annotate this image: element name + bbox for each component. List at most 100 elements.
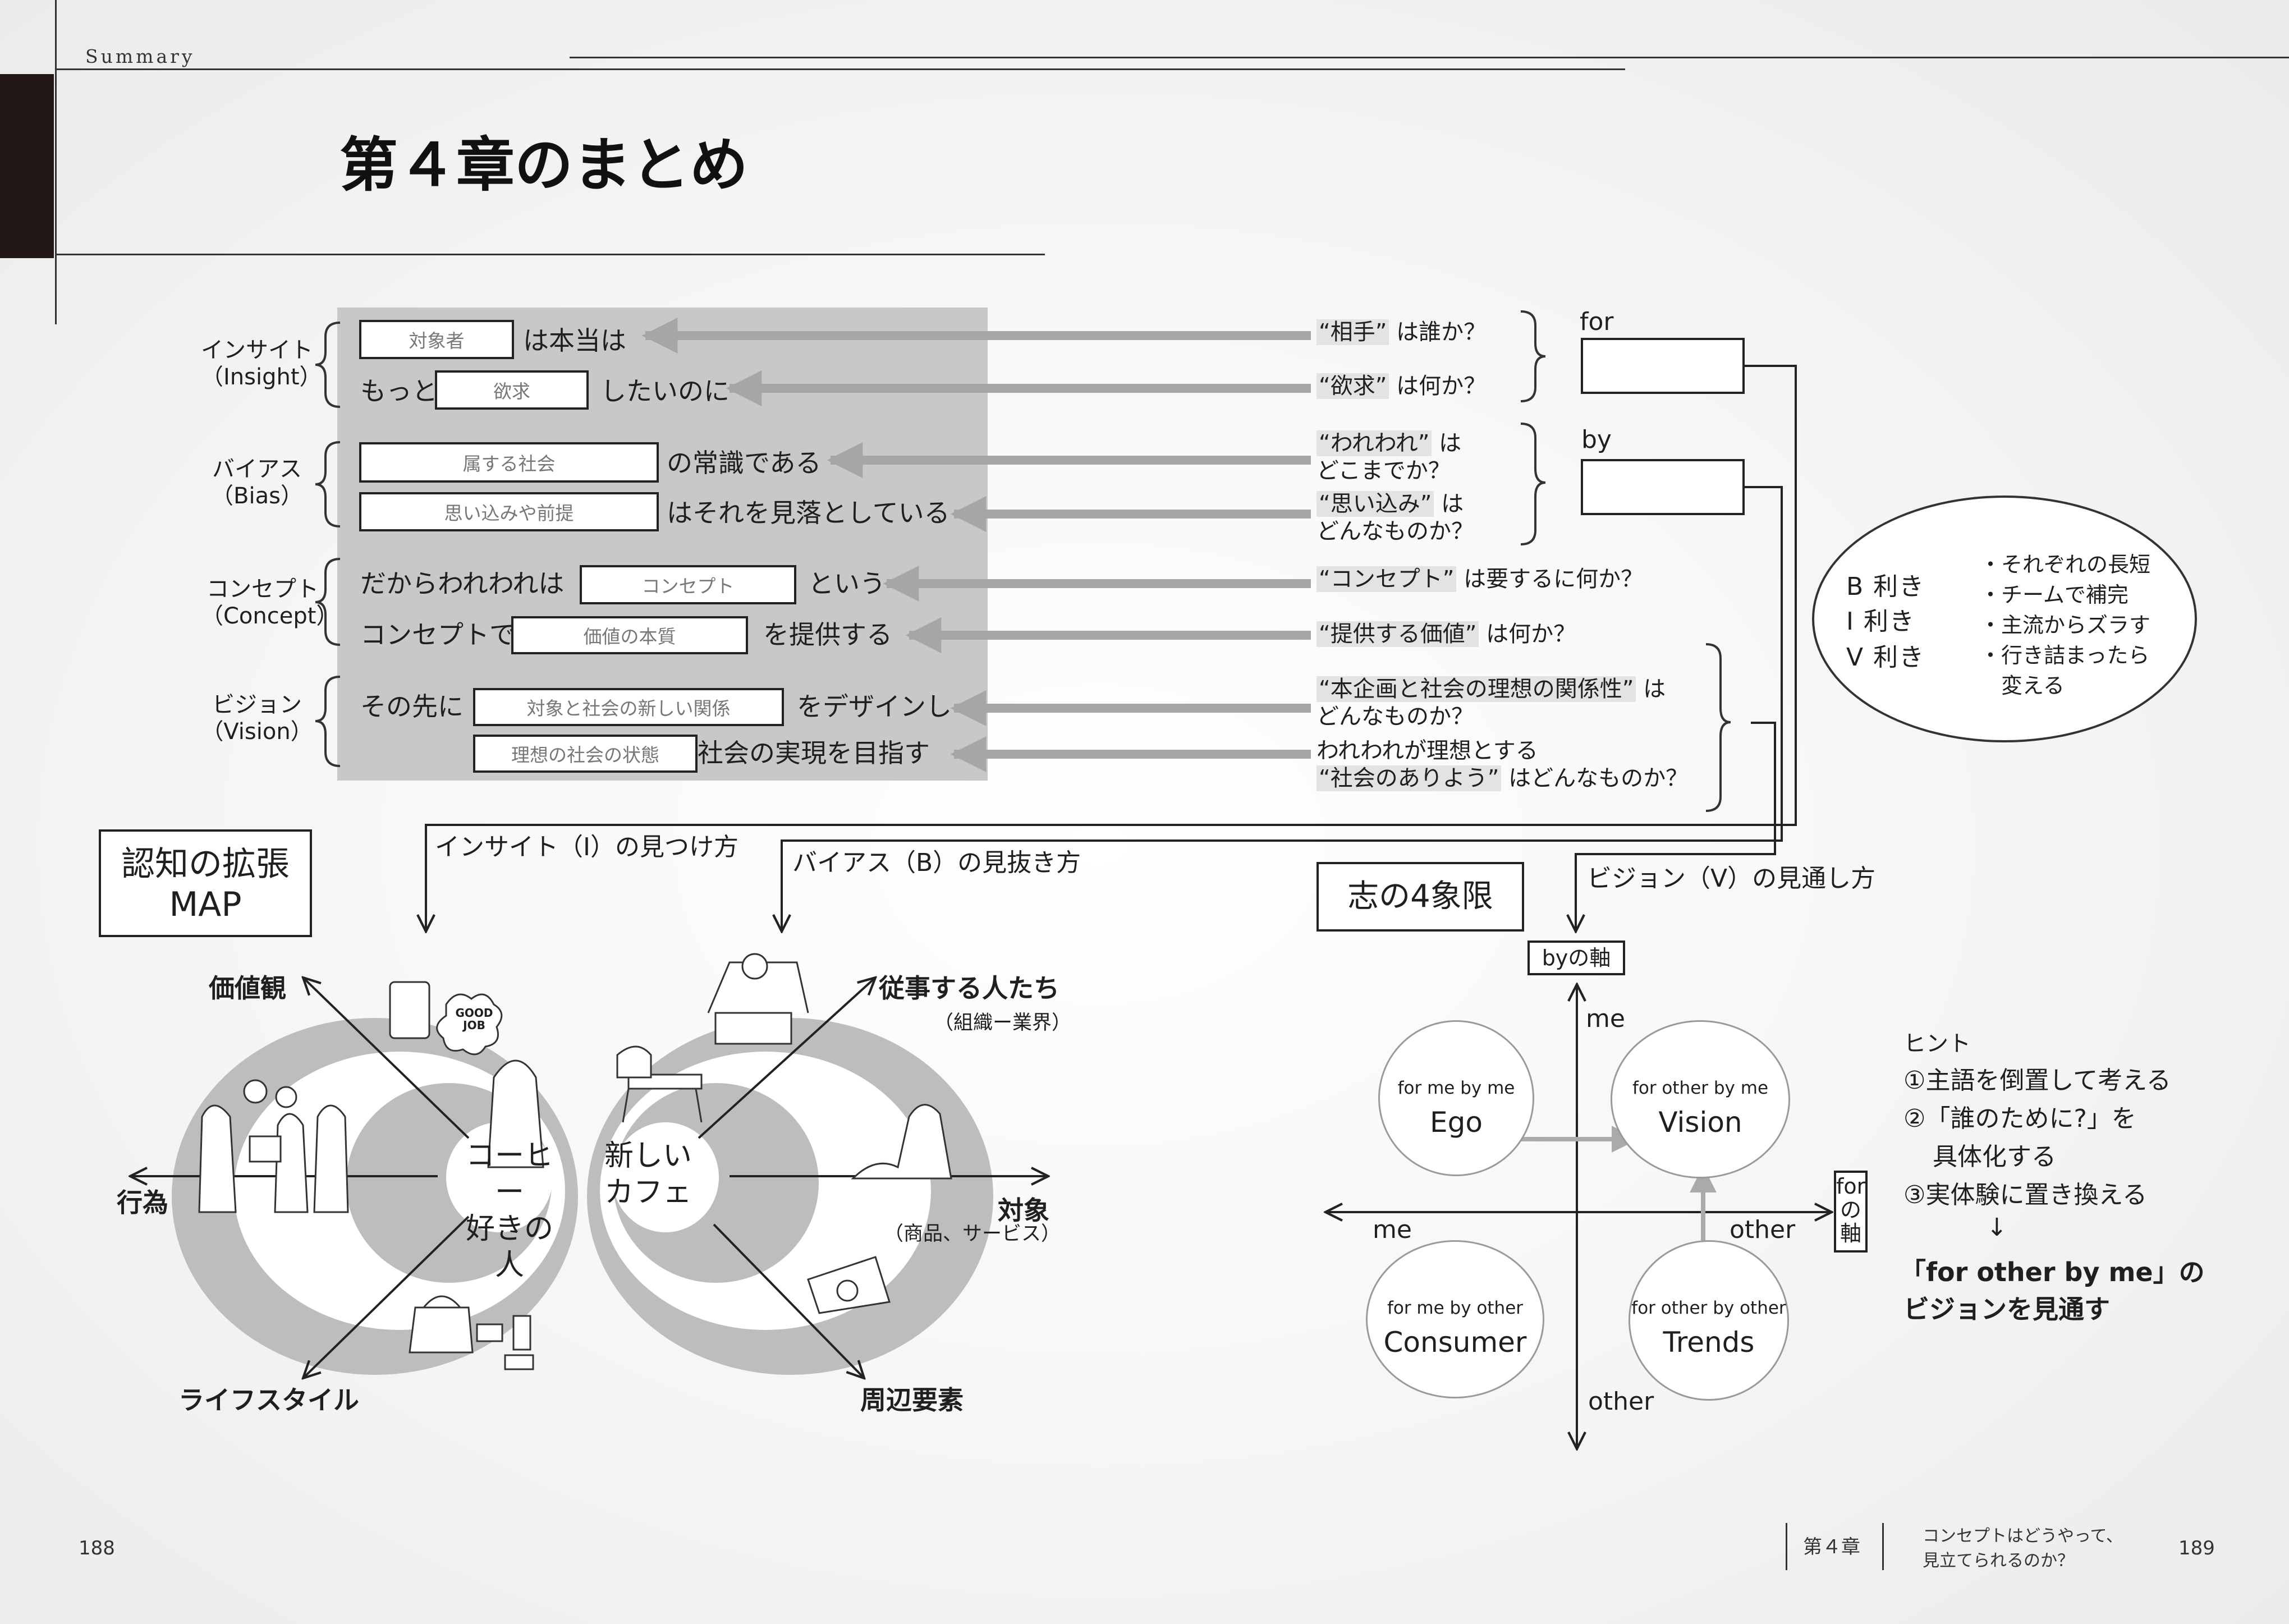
footer-book-title: コンセプトはどうやって、見立てられるのか？ [1923, 1526, 2123, 1571]
concept-row2-pre: コンセプトで [360, 620, 515, 650]
input-assumption[interactable]: 思い込みや前提 [359, 492, 659, 531]
map-illustrations [198, 953, 952, 1370]
insight-row1-text: は本当は [523, 325, 626, 356]
label-bias: バイアス（Bias） [211, 456, 303, 509]
vision-way-label: ビジョン（V）の見通し方 [1587, 864, 1876, 893]
question-us: “われわれ” はどこまでか？ [1316, 430, 1462, 484]
footer-chapter: 第４章 [1803, 1536, 1860, 1558]
footer-divider-2 [1882, 1523, 1884, 1570]
input-concept[interactable]: コンセプト [580, 565, 796, 604]
for-box [1581, 338, 1745, 394]
skill-i: I 利き [1846, 607, 1915, 636]
center-new-cafe: 新しいカフェ [604, 1139, 692, 1209]
input-ideal-society[interactable]: 理想の社会の状態 [473, 735, 698, 773]
vision-row2-text: 社会の実現を目指す [698, 738, 930, 768]
footer-divider-1 [1786, 1523, 1787, 1570]
question-relationship: “本企画と社会の理想の関係性” はどんなものか？ [1316, 676, 1666, 730]
skill-b: B 利き [1846, 572, 1925, 601]
target-label: 対象 [998, 1195, 1049, 1226]
bias-row2-text: はそれを見落としている [667, 498, 950, 528]
label-concept: コンセプト（Concept） [201, 576, 339, 629]
vision-row1-text: をデザインし [797, 691, 952, 722]
hint-line-1: ①主語を倒置して考える [1903, 1066, 2171, 1095]
insight-row2-text: したいのに [600, 376, 730, 406]
insight-way-label: インサイト（I）の見つけ方 [435, 833, 738, 861]
map-left-rings [172, 1018, 578, 1375]
gray-arrows [641, 318, 1311, 772]
hint-title: ヒント [1903, 1031, 1971, 1057]
header-rule [56, 68, 1625, 70]
by-box [1581, 459, 1745, 515]
bias-row1-text: の常識である [667, 448, 822, 478]
title-rule [56, 254, 1045, 255]
label-vision: ビジョン（Vision） [201, 692, 313, 745]
for-label: for [1580, 308, 1614, 336]
hint-line-6: ビジョンを見通す [1903, 1294, 2110, 1324]
concept-row1-text: という [808, 568, 886, 599]
hint-arrow: ↓ [1987, 1213, 2007, 1242]
insight-row2-pre: もっと [360, 376, 438, 406]
label-insight: インサイト（Insight） [201, 337, 322, 390]
question-desire: “欲求” は何か？ [1316, 373, 1486, 400]
skill-note-5: 変える [1980, 673, 2065, 698]
chapter-tab [0, 74, 54, 258]
action-label: 行為 [117, 1187, 168, 1218]
concept-row1-pre: だからわれわれは [360, 568, 565, 599]
input-target[interactable]: 対象者 [359, 320, 514, 359]
page-number-right: 189 [2178, 1537, 2215, 1559]
workers-sub: （組織ー業界） [934, 1012, 1072, 1034]
input-society[interactable]: 属する社会 [359, 442, 659, 483]
periphery-label: 周辺要素 [860, 1385, 964, 1415]
input-desire[interactable]: 欲求 [435, 370, 589, 410]
by-label: by [1581, 425, 1612, 454]
question-value: “提供する価値” は何か？ [1316, 621, 1576, 648]
page-number-left: 188 [79, 1537, 115, 1559]
values-label: 価値観 [209, 973, 286, 1003]
skill-note-1: ・それぞれの長短 [1980, 552, 2151, 577]
page-title: 第４章のまとめ [340, 131, 749, 199]
workers-label: 従事する人たち [879, 973, 1059, 1003]
question-assumption: “思い込み” はどんなものか？ [1316, 491, 1474, 544]
axis-other-bottom: other [1588, 1387, 1654, 1416]
axis-me-top: me [1586, 1004, 1625, 1033]
input-value[interactable]: 価値の本質 [511, 616, 748, 654]
skill-note-2: ・チームで補完 [1980, 582, 2129, 607]
hint-line-5: 「for other by me」の [1900, 1257, 2205, 1287]
bias-way-label: バイアス（B）の見抜き方 [792, 848, 1081, 877]
category-braces [315, 322, 341, 767]
question-partner: “相手” は誰か？ [1316, 319, 1486, 346]
skill-v: V 利き [1846, 643, 1925, 672]
quadrant-title-box: 志の4象限 [1316, 862, 1524, 932]
by-axis-label: byの軸 [1527, 941, 1625, 975]
hint-line-2: ②「誰のために?」を [1903, 1104, 2136, 1133]
header-rule-right [570, 57, 2289, 58]
map-right-rings [587, 1018, 993, 1375]
connector-lines [426, 365, 1797, 932]
concept-row2-text: を提供する [763, 620, 892, 650]
target-sub: （商品、サービス） [884, 1223, 1061, 1245]
center-coffee-lover: コーヒー好きの人 [465, 1139, 553, 1282]
question-ideal-society: われわれが理想とする“社会のありよう” はどんなものか？ [1316, 738, 1689, 791]
axis-me-left: me [1373, 1215, 1412, 1244]
skill-note-4: ・行き詰まったら [1980, 643, 2150, 668]
lifestyle-label: ライフスタイル [178, 1385, 359, 1415]
skill-bubble [1812, 496, 2197, 742]
hint-line-4: ③実体験に置き換える [1903, 1181, 2148, 1209]
question-concept: “コンセプト” は要するに何か？ [1316, 566, 1643, 593]
axis-other-right: other [1730, 1215, 1796, 1244]
input-relationship[interactable]: 対象と社会の新しい関係 [473, 688, 784, 726]
hint-line-3: 具体化する [1933, 1143, 2056, 1171]
left-vertical-rule [55, 0, 57, 324]
question-braces [1520, 310, 1731, 812]
skill-note-3: ・主流からズラす [1980, 613, 2151, 637]
section-label: Summary [85, 45, 195, 67]
vision-row1-pre: その先に [360, 691, 464, 722]
